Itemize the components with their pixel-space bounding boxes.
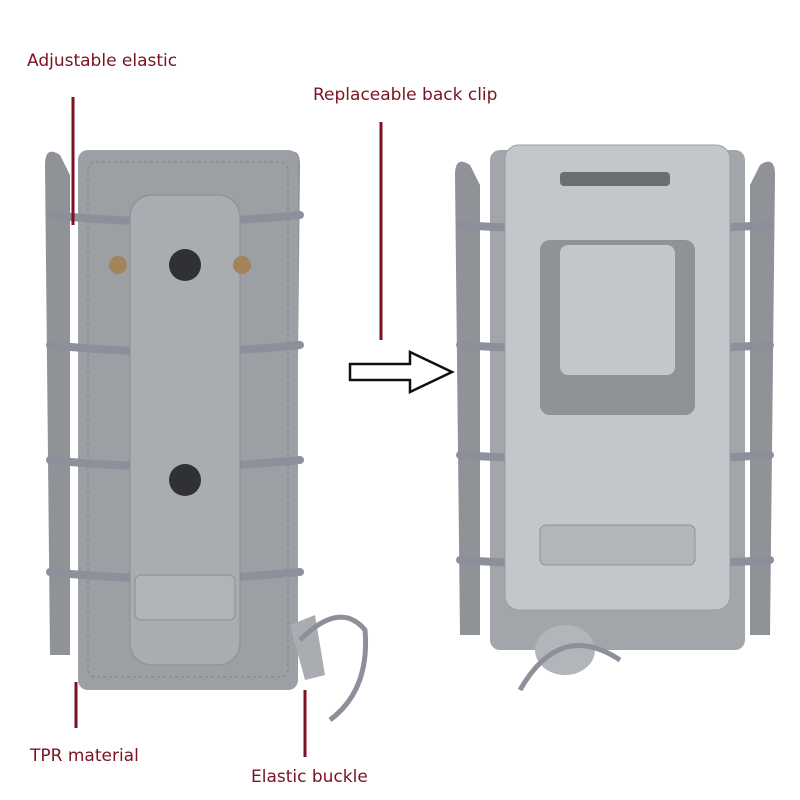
label-tpr-material: TPR material <box>30 746 139 766</box>
screw-bottom <box>169 464 201 496</box>
left-pouch <box>45 150 369 722</box>
right-pouch <box>455 144 775 692</box>
stitching <box>87 161 289 678</box>
elastic-buckle <box>290 615 325 680</box>
label-replaceable-back-clip: Replaceable back clip <box>313 85 498 105</box>
grommet <box>109 256 127 274</box>
label-elastic-buckle: Elastic buckle <box>251 767 368 787</box>
left-side-rail <box>45 151 70 655</box>
callout-lines <box>71 97 383 757</box>
grommet <box>233 256 251 274</box>
screw-top <box>169 249 201 281</box>
back-clip <box>129 194 241 666</box>
arrow-icon <box>348 350 455 394</box>
label-adjustable-elastic: Adjustable elastic <box>27 51 178 71</box>
clip-tab <box>134 574 236 621</box>
